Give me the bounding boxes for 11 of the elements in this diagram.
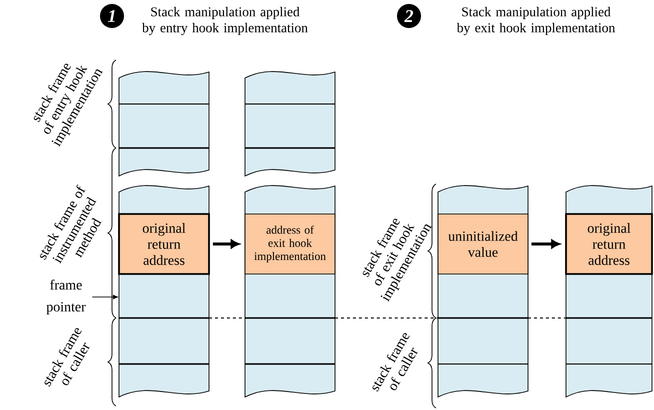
arrow — [531, 240, 560, 248]
memory-cell: original return address — [118, 213, 210, 275]
memory-cell: original return address — [565, 213, 653, 275]
arrow — [92, 294, 118, 300]
heading: Stack manipulation applied by entry hook implementation — [142, 6, 308, 36]
memory-cell: uninitialized value — [438, 214, 528, 274]
heading: Stack manipulation applied by exit hook implementation — [456, 6, 615, 36]
number-badge: 1 — [100, 4, 124, 28]
number-badge: 2 — [397, 4, 421, 28]
arrow — [212, 240, 240, 248]
memory-cell: address of exit hook implementation — [244, 214, 336, 274]
